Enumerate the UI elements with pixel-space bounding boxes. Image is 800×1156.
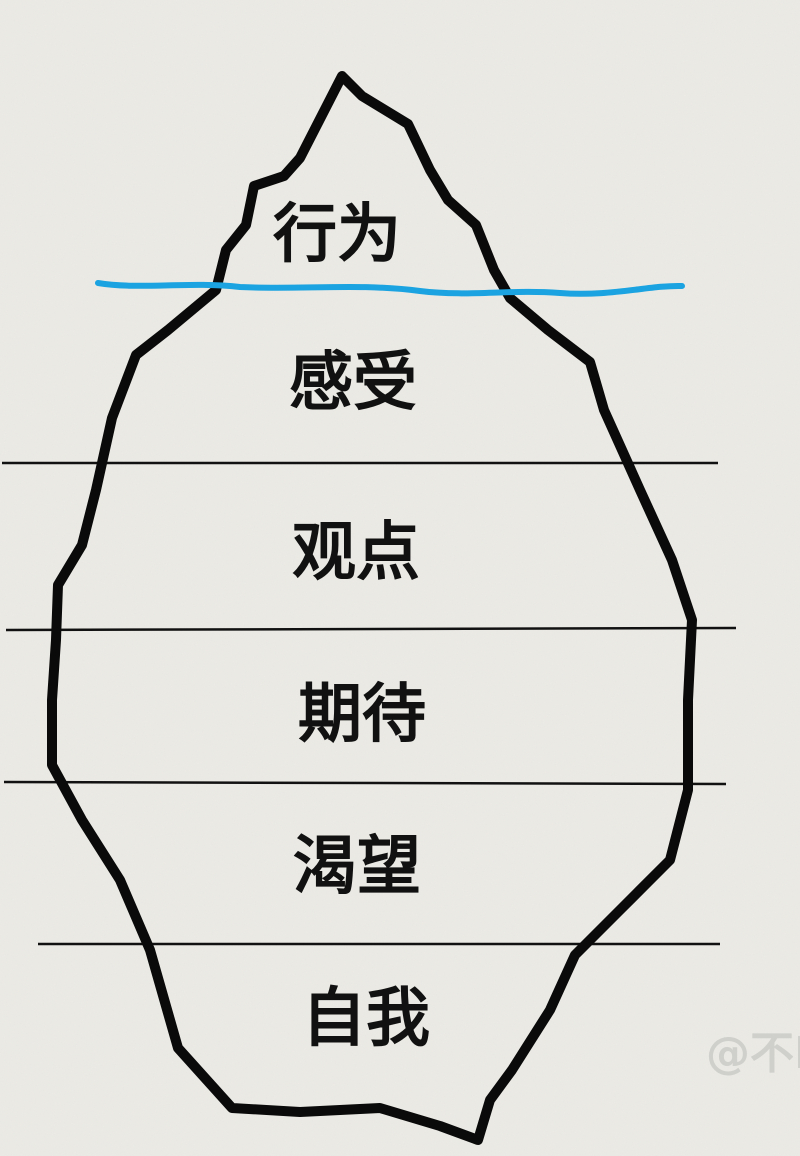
iceberg-outline bbox=[47, 71, 697, 1145]
divider-line-2 bbox=[5, 626, 737, 632]
label-self: 自我 bbox=[302, 982, 430, 1056]
waterline bbox=[95, 280, 685, 297]
label-behavior: 行为 bbox=[273, 198, 401, 272]
watermark: @不F bbox=[706, 1028, 800, 1079]
divider-line-3 bbox=[3, 780, 727, 786]
label-feelings: 感受 bbox=[289, 346, 417, 420]
label-expectations: 期待 bbox=[298, 678, 426, 752]
label-yearnings: 渴望 bbox=[293, 830, 421, 904]
label-perceptions: 观点 bbox=[292, 516, 420, 590]
